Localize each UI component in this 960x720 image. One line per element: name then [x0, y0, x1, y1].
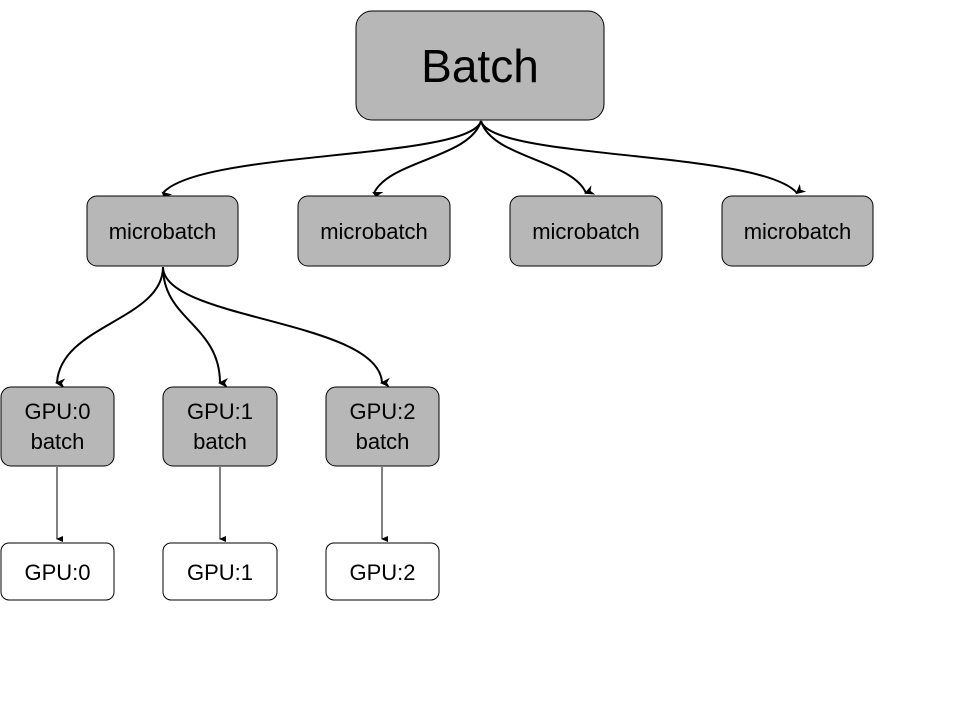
gpu-batch-row: GPU:0 batch GPU:1 batch GPU:2 batch — [0, 386, 440, 467]
edge-microbatch-gpu-batch-1 — [162, 266, 229, 388]
edge-root-microbatch-4 — [480, 120, 807, 195]
microbatch-node: microbatch — [509, 195, 663, 267]
gpu-node-label: GPU:0 — [24, 560, 90, 585]
gpu-batch-node-box — [325, 386, 440, 467]
gpu-node-box — [162, 542, 278, 601]
gpu-batch-node: GPU:2 batch — [325, 386, 440, 467]
microbatch-node: microbatch — [721, 195, 874, 267]
gpu-node-label: GPU:2 — [349, 560, 415, 585]
edge-microbatch-gpu-batch-0 — [55, 266, 164, 389]
gpu-batch-node-line-2: batch — [193, 429, 247, 454]
gpu-batch-node-line-2: batch — [31, 429, 85, 454]
gpu-batch-node-line-1: GPU:2 — [349, 399, 415, 424]
root-node: Batch — [355, 10, 605, 121]
microbatch-node-box — [297, 195, 451, 267]
edge-microbatch-gpu-batch-2 — [162, 266, 391, 388]
gpu-node: GPU:1 — [162, 542, 278, 601]
gpu-batch-node: GPU:0 batch — [0, 386, 115, 467]
gpu-batch-node-box — [162, 386, 278, 467]
edge-root-microbatch-2 — [372, 120, 482, 201]
edge-root-microbatch-1 — [161, 120, 482, 203]
microbatch-node-label: microbatch — [320, 219, 428, 244]
edge-root-microbatch-3 — [480, 120, 596, 195]
microbatch-node-box — [509, 195, 663, 267]
microbatch-row: microbatch microbatch microbatch microba… — [86, 195, 874, 267]
gpu-node-label: GPU:1 — [187, 560, 253, 585]
gpu-node-box — [325, 542, 440, 601]
gpu-node: GPU:2 — [325, 542, 440, 601]
gpu-row: GPU:0 GPU:1 GPU:2 — [0, 542, 440, 601]
gpu-batch-node-line-2: batch — [356, 429, 410, 454]
edges-gpu-batch-to-gpu — [56, 467, 388, 542]
microbatch-node-label: microbatch — [744, 219, 852, 244]
gpu-batch-node-line-1: GPU:0 — [24, 399, 90, 424]
microbatch-node-label: microbatch — [109, 219, 217, 244]
edges-root-to-microbatch — [161, 120, 807, 203]
root-node-box — [355, 10, 605, 121]
gpu-node-box — [0, 542, 115, 601]
microbatch-node-label: microbatch — [532, 219, 640, 244]
edges-microbatch-to-gpu-batch — [55, 266, 391, 389]
root-node-label: Batch — [421, 40, 539, 92]
gpu-batch-node: GPU:1 batch — [162, 386, 278, 467]
gpu-batch-node-box — [0, 386, 115, 467]
microbatch-node: microbatch — [297, 195, 451, 267]
gpu-node: GPU:0 — [0, 542, 115, 601]
microbatch-node-box — [721, 195, 874, 267]
gpu-batch-node-line-1: GPU:1 — [187, 399, 253, 424]
microbatch-node: microbatch — [86, 195, 239, 267]
microbatch-node-box — [86, 195, 239, 267]
